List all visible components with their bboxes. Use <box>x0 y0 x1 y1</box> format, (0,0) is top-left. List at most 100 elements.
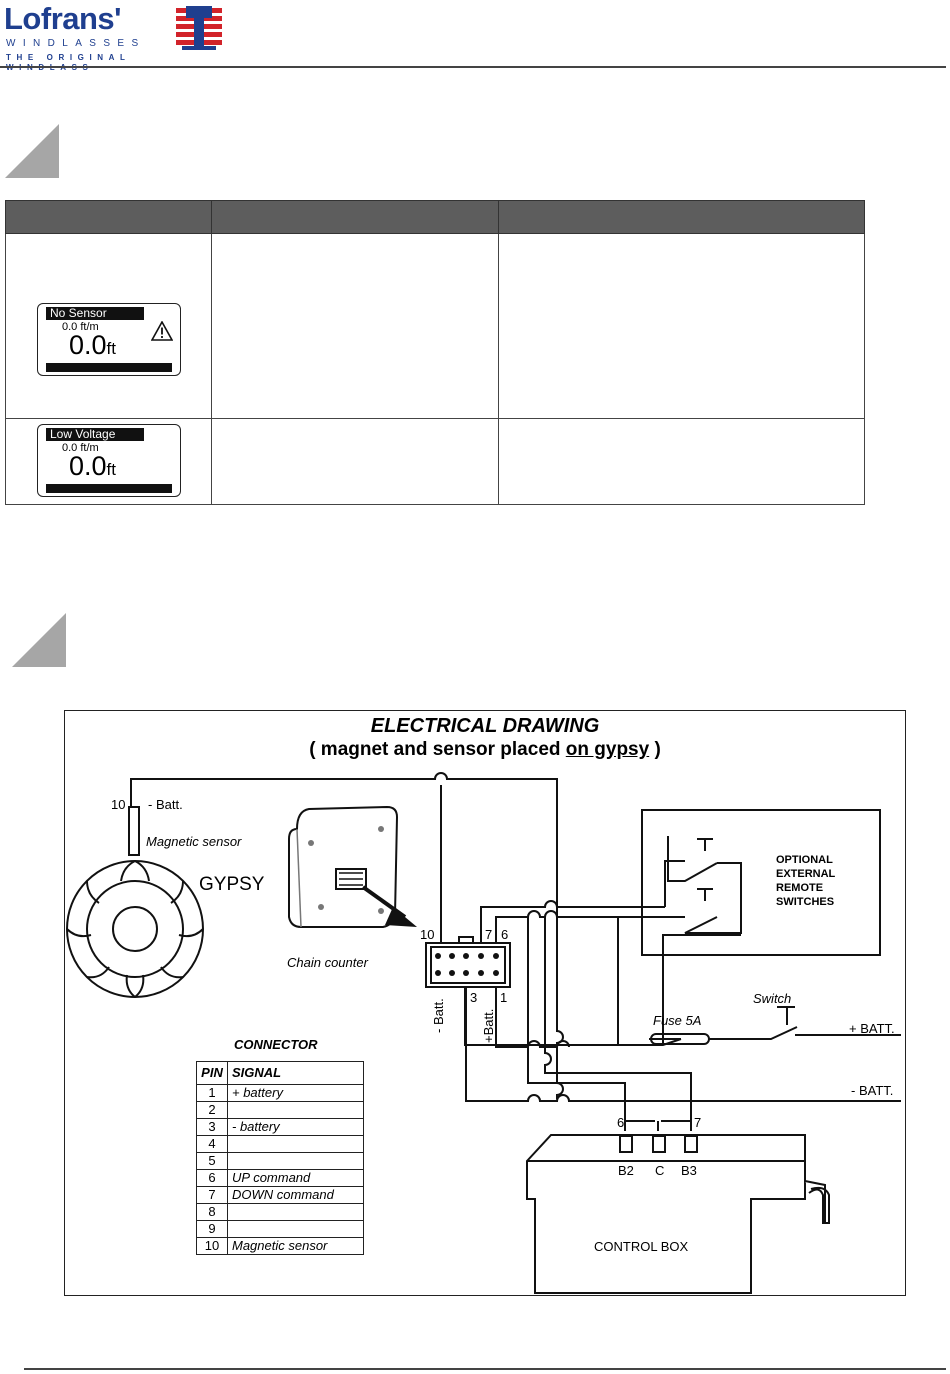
lcd-value: 0.0ft <box>69 452 116 484</box>
table-header-cell <box>498 200 865 234</box>
label-terminal-b3: B3 <box>681 1163 697 1178</box>
connector-col-signal: SIGNAL <box>227 1061 364 1085</box>
pin-number: 9 <box>196 1220 228 1238</box>
label-fuse: Fuse 5A <box>653 1013 702 1028</box>
label-conn-3: 3 <box>470 990 478 1005</box>
pin-number: 10 <box>196 1237 228 1255</box>
lcd-mode-label: No Sensor <box>46 307 144 320</box>
table-row: 1+ battery <box>196 1084 364 1102</box>
lcd-display: No Sensor 0.0 ft/m 0.0ft <box>37 303 181 376</box>
lcd-unit: ft <box>106 339 116 358</box>
drawing-subtitle: ( magnet and sensor placed on gypsy ) <box>65 738 905 762</box>
label-pos-batt-line: + BATT. <box>849 1021 895 1036</box>
label-switch: Switch <box>753 991 792 1006</box>
label-control-box: CONTROL BOX <box>594 1239 689 1254</box>
label-conn-10: 10 <box>420 927 435 942</box>
label-remote: REMOTE <box>776 882 824 894</box>
table-row: No Sensor 0.0 ft/m 0.0ft <box>5 233 865 419</box>
table-cell <box>498 233 865 419</box>
table-cell <box>211 233 499 419</box>
label-vertical-pos-batt: +Batt. <box>481 1008 496 1043</box>
pin-number: 5 <box>196 1152 228 1170</box>
lcd-status-bar <box>46 363 172 372</box>
pin-signal <box>227 1220 364 1238</box>
label-control-pin-7: 7 <box>694 1115 702 1130</box>
table-row: 4 <box>196 1135 364 1153</box>
table-row: 2 <box>196 1101 364 1119</box>
pin-signal <box>227 1152 364 1170</box>
label-optional: OPTIONAL <box>776 854 833 866</box>
pin-signal: - battery <box>227 1118 364 1136</box>
label-magnetic-sensor: Magnetic sensor <box>146 834 242 849</box>
pin-number: 7 <box>196 1186 228 1204</box>
section-marker <box>5 124 59 178</box>
lcd-mode-label: Low Voltage <box>46 428 144 441</box>
label-pin10-sensor: 10 <box>111 797 126 812</box>
lcd-status-bar <box>46 484 172 493</box>
label-terminal-b2: B2 <box>618 1163 634 1178</box>
label-external: EXTERNAL <box>776 868 836 880</box>
pin-signal: UP command <box>227 1169 364 1187</box>
pin-signal: Magnetic sensor <box>227 1237 364 1255</box>
lcd-rate: 0.0 ft/m <box>62 321 99 333</box>
pin-signal <box>227 1101 364 1119</box>
pin-signal <box>227 1203 364 1221</box>
lcd-unit: ft <box>106 460 116 479</box>
label-conn-6: 6 <box>501 927 509 942</box>
pin-number: 4 <box>196 1135 228 1153</box>
brand-name: Lofrans' <box>4 1 122 36</box>
flag-logo-icon <box>176 6 222 52</box>
label-terminal-c: C <box>655 1163 665 1178</box>
lcd-display: Low Voltage 0.0 ft/m 0.0ft <box>37 424 181 497</box>
table-row: Low Voltage 0.0 ft/m 0.0ft <box>5 418 865 505</box>
label-chain-counter: Chain counter <box>287 955 368 970</box>
label-control-pin-6: 6 <box>617 1115 625 1130</box>
footer-divider <box>24 1368 946 1370</box>
table-cell <box>498 418 865 505</box>
wiring-diagram <box>66 772 901 1294</box>
display-cell: Low Voltage 0.0 ft/m 0.0ft <box>5 418 212 505</box>
lcd-rate: 0.0 ft/m <box>62 442 99 454</box>
pin-number: 1 <box>196 1084 228 1102</box>
electrical-drawing: ELECTRICAL DRAWING ( magnet and sensor p… <box>64 710 906 1296</box>
label-sensor-neg-batt: - Batt. <box>148 797 183 812</box>
warning-triangle-icon <box>151 321 173 341</box>
label-conn-1: 1 <box>500 990 508 1005</box>
chain-counter-device <box>288 805 417 928</box>
pin-number: 3 <box>196 1118 228 1136</box>
lcd-value: 0.0ft <box>69 331 116 363</box>
display-cell: No Sensor 0.0 ft/m 0.0ft <box>5 233 212 419</box>
label-switches: SWITCHES <box>776 896 835 908</box>
drawing-subtitle-text: ( magnet and sensor placed <box>309 739 566 760</box>
section-marker <box>12 613 66 667</box>
label-neg-batt-line: - BATT. <box>851 1083 894 1098</box>
pin-number: 2 <box>196 1101 228 1119</box>
label-conn-7: 7 <box>485 927 493 942</box>
connector-header-row: PIN SIGNAL <box>196 1061 364 1085</box>
header-divider <box>0 66 946 68</box>
pin-number: 6 <box>196 1169 228 1187</box>
label-gypsy: GYPSY <box>199 874 265 895</box>
table-header-cell <box>5 200 212 234</box>
lcd-value-number: 0.0 <box>69 330 107 360</box>
table-cell <box>211 418 499 505</box>
alarm-table: No Sensor 0.0 ft/m 0.0ft Low Voltage <box>5 200 865 505</box>
table-row: 9 <box>196 1220 364 1238</box>
table-row: 3- battery <box>196 1118 364 1136</box>
table-header-cell <box>211 200 499 234</box>
table-header-row <box>5 200 865 234</box>
connector-col-pin: PIN <box>196 1061 228 1085</box>
pin-signal <box>227 1135 364 1153</box>
lcd-value-number: 0.0 <box>69 451 107 481</box>
connector-title: CONNECTOR <box>234 1037 318 1052</box>
drawing-subtitle-close: ) <box>649 739 661 760</box>
brand-subtitle: WINDLASSES <box>6 38 146 49</box>
table-row: 8 <box>196 1203 364 1221</box>
pin-signal: + battery <box>227 1084 364 1102</box>
connector-table: PIN SIGNAL 1+ battery 2 3- battery 4 5 6… <box>196 1061 364 1255</box>
brand-logo: Lofrans' WINDLASSES THE ORIGINAL WINDLAS… <box>4 1 224 72</box>
drawing-title: ELECTRICAL DRAWING <box>370 715 600 737</box>
